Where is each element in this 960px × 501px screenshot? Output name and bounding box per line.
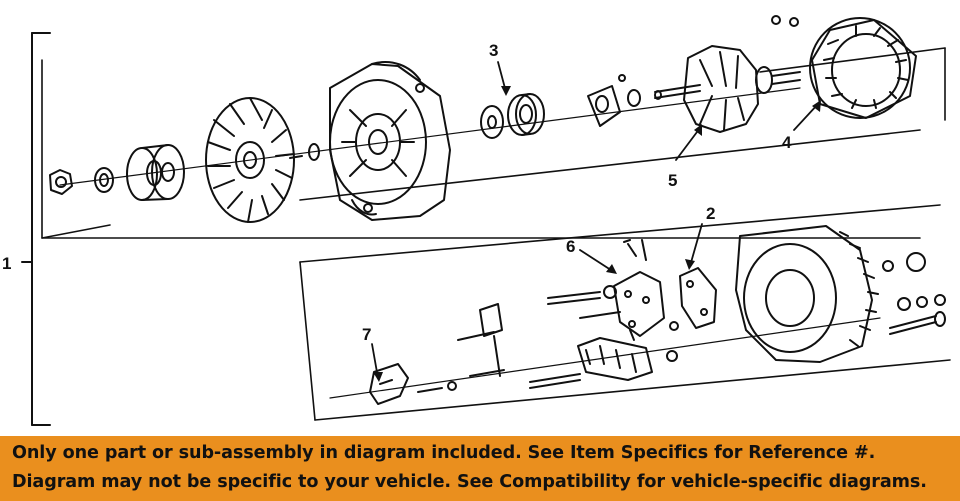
compatibility-notice-banner: Only one part or sub-assembly in diagram…: [0, 436, 960, 501]
drive-end-housing-part: [329, 61, 451, 221]
washer-part: [94, 167, 114, 193]
terminal-part: [417, 303, 505, 393]
fan-part: [205, 97, 303, 223]
assembly-bracket: [21, 32, 51, 426]
callout-1: 1: [2, 254, 11, 273]
rotor-part: [654, 45, 801, 133]
misc-small-parts: [579, 311, 636, 341]
callout-6: 6: [566, 237, 575, 256]
spacer-part: [308, 143, 320, 161]
retainer-plate-part: [587, 74, 641, 127]
leader-lines: [371, 61, 819, 379]
upper-panel-frame: [41, 47, 946, 239]
stator-part: [771, 15, 917, 119]
end-hardware-part: [889, 294, 946, 335]
lower-panel-frame: [299, 204, 951, 421]
leader-arrowheads: [373, 86, 821, 382]
bearing-part: [480, 93, 545, 139]
callout-3: 3: [489, 41, 498, 60]
notice-line-1: Only one part or sub-assembly in diagram…: [12, 443, 876, 463]
slip-ring-end-housing-part: [735, 225, 926, 363]
brush-holder-part: [669, 267, 717, 331]
nut-part: [49, 169, 73, 195]
lower-axis-line: [329, 317, 881, 399]
upper-axis-line: [59, 87, 801, 186]
notice-line-2: Diagram may not be specific to your vehi…: [12, 472, 927, 492]
callout-4: 4: [782, 133, 792, 152]
regulator-part: [369, 363, 409, 405]
pulley-part: [126, 144, 185, 201]
rectifier-part: [547, 239, 665, 337]
alternator-exploded-diagram: 1 2 3 4 5 6 7: [2, 15, 951, 426]
callout-2: 2: [706, 204, 715, 223]
callout-7: 7: [362, 325, 371, 344]
diode-bridge-part: [529, 337, 678, 389]
callout-5: 5: [668, 171, 677, 190]
